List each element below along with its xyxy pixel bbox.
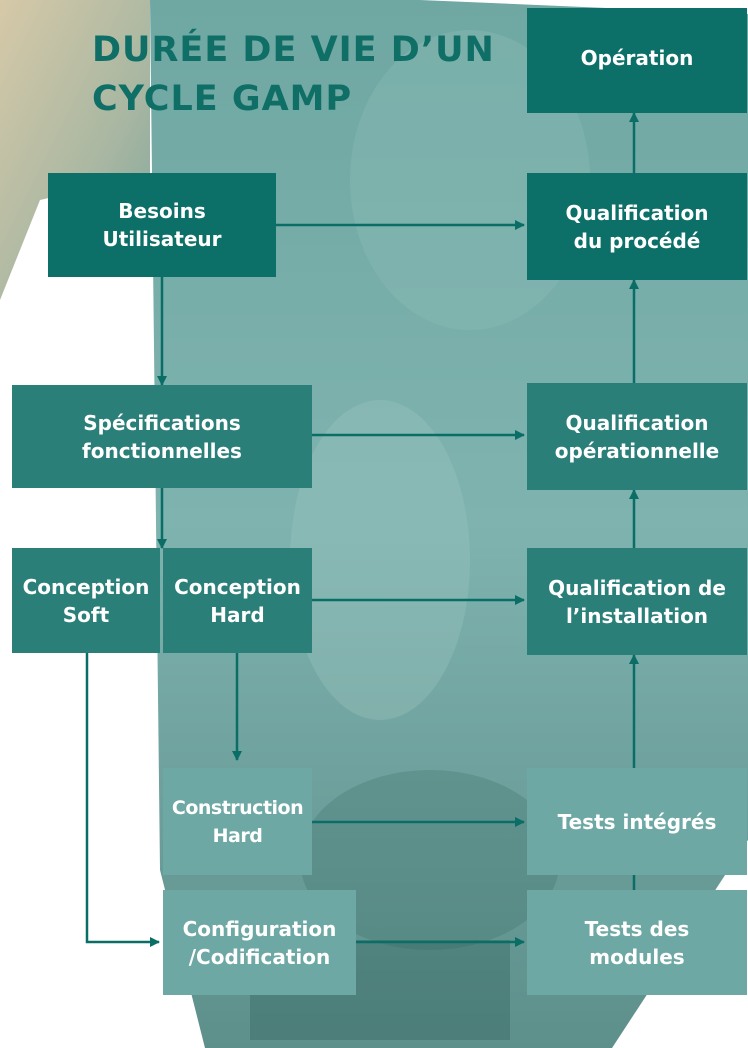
node-construction-hard: Construction Hard — [163, 768, 312, 875]
connectors — [85, 112, 639, 947]
diagram-title: DURÉE DE VIE D’UN CYCLE GAMP — [92, 26, 512, 124]
photo-shape — [300, 770, 560, 950]
node-configuration-codification: Configuration /Codification — [163, 890, 356, 995]
photo-shape — [290, 400, 470, 720]
node-operation: Opération — [527, 8, 747, 113]
node-specifications-fonctionnelles: Spécifications fonctionnelles — [12, 385, 312, 488]
title-line-1: DURÉE DE VIE D’UN — [92, 30, 495, 70]
arrow-conception-soft-to-configuration — [85, 653, 160, 947]
node-qualification-procede: Qualification du procédé — [527, 173, 747, 280]
node-conception-soft: Conception Soft — [12, 548, 160, 653]
node-tests-integres: Tests intégrés — [527, 768, 747, 875]
title-line-2: CYCLE GAMP — [92, 79, 353, 119]
node-qualification-installation: Qualification de l’installation — [527, 548, 747, 655]
node-conception-hard: Conception Hard — [163, 548, 312, 653]
node-besoins-utilisateur: Besoins Utilisateur — [48, 173, 276, 277]
node-tests-modules: Tests des modules — [527, 890, 747, 995]
node-qualification-operationnelle: Qualification opérationnelle — [527, 383, 747, 490]
photo-corner — [0, 0, 150, 300]
